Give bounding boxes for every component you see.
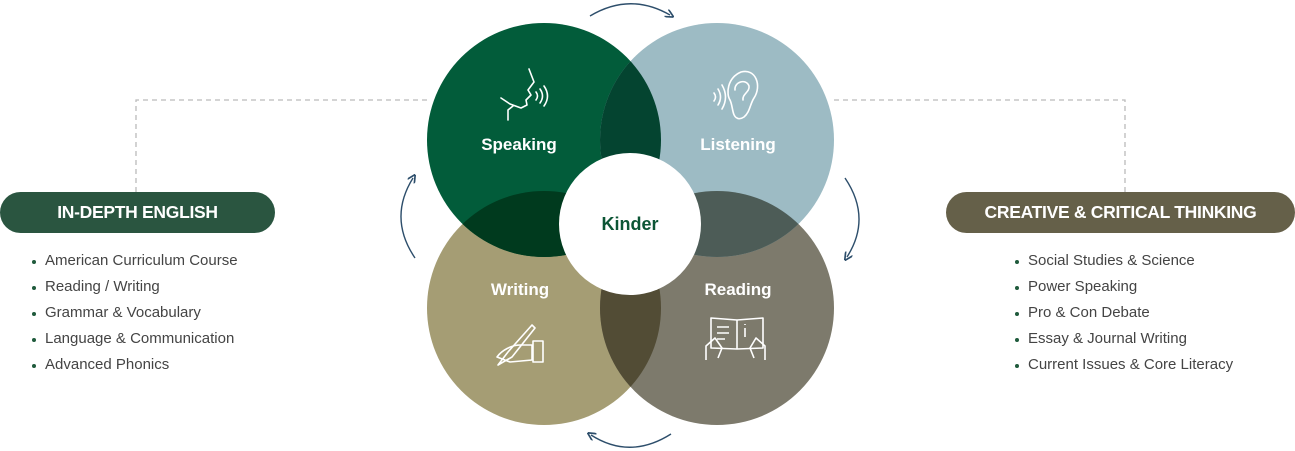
in-depth-english-badge: IN-DEPTH ENGLISH — [0, 192, 275, 233]
list-item: Essay & Journal Writing — [1015, 328, 1233, 354]
hand-writing-icon — [496, 324, 544, 366]
list-item: Power Speaking — [1015, 276, 1233, 302]
list-item: Social Studies & Science — [1015, 250, 1233, 276]
list-item: Advanced Phonics — [32, 354, 238, 380]
cycle-arrow-bottom — [591, 434, 672, 448]
ear-icon — [713, 70, 759, 120]
speaking-label: Speaking — [481, 135, 557, 154]
creative-critical-thinking-badge: CREATIVE & CRITICAL THINKING — [946, 192, 1295, 233]
in-depth-english-list: American Curriculum Course Reading / Wri… — [32, 250, 238, 380]
cycle-arrow-right — [845, 177, 860, 257]
open-book-icon — [705, 317, 766, 360]
writing-label: Writing — [491, 280, 549, 299]
center-label: Kinder — [601, 214, 658, 234]
list-item: Grammar & Vocabulary — [32, 302, 238, 328]
cycle-arrow-left — [400, 178, 415, 259]
center-circle — [559, 153, 701, 295]
listening-label: Listening — [700, 135, 776, 154]
list-item: Pro & Con Debate — [1015, 302, 1233, 328]
cycle-arrow-top — [589, 3, 670, 16]
list-item: American Curriculum Course — [32, 250, 238, 276]
list-item: Reading / Writing — [32, 276, 238, 302]
speaking-face-icon — [500, 68, 549, 121]
list-item: Language & Communication — [32, 328, 238, 354]
right-connector-line — [834, 99, 1126, 192]
list-item: Current Issues & Core Literacy — [1015, 354, 1233, 380]
reading-label: Reading — [704, 280, 771, 299]
creative-critical-thinking-list: Social Studies & Science Power Speaking … — [1015, 250, 1233, 380]
left-connector-line — [135, 99, 430, 192]
